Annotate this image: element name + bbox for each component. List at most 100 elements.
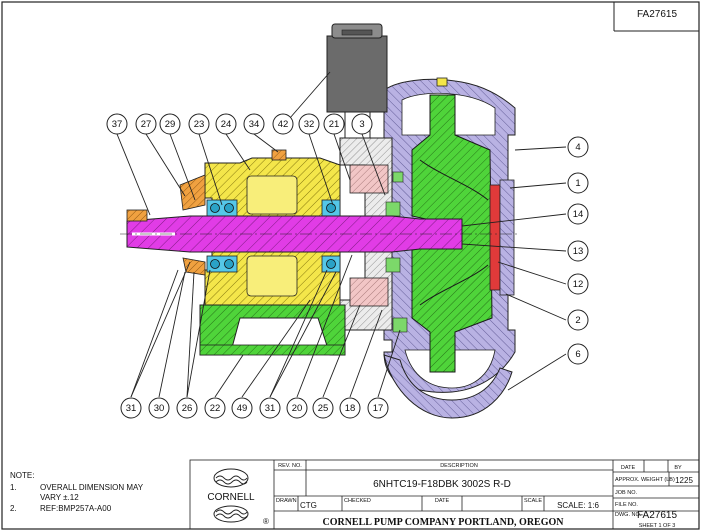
balloon-label: 22 — [210, 403, 221, 414]
balloon-item: 29 — [159, 113, 181, 135]
leaders — [116, 71, 567, 398]
balloon-item: 3 — [351, 113, 373, 135]
checked-label: CHECKED — [344, 498, 371, 504]
balloon-label: 2 — [575, 315, 580, 326]
balloon-label: 17 — [373, 403, 384, 414]
balloon-label: 6 — [575, 349, 580, 360]
seal-ring-orange-lower — [182, 257, 206, 276]
balloon-label: 13 — [573, 246, 584, 257]
seal-green-small-1 — [392, 317, 408, 333]
pump-cross-section — [120, 23, 520, 419]
file-no-label: FILE NO. — [615, 502, 638, 508]
balloon-label: 32 — [304, 119, 315, 130]
logo-wave-icon — [213, 468, 249, 488]
balloon-item: 32 — [298, 113, 320, 135]
balloon-label: 18 — [345, 403, 356, 414]
balloon-label: 21 — [329, 119, 340, 130]
seal-green-lower — [385, 257, 401, 273]
scale-value: SCALE: 1:6 — [557, 501, 599, 510]
balloon-item: 49 — [231, 397, 253, 419]
logo-wave-icon-lower — [213, 505, 249, 523]
balloon-item: 17 — [367, 397, 389, 419]
note-1-text: OVERALL DIMENSION MAY — [40, 483, 144, 492]
balloon-label: 31 — [265, 403, 276, 414]
casing-vent — [436, 77, 448, 87]
balloon-label: 14 — [573, 209, 584, 220]
balloon-item: 22 — [204, 397, 226, 419]
suction-cover — [499, 179, 515, 296]
bearing-left-lower — [206, 255, 238, 273]
balloon-label: 31 — [126, 403, 137, 414]
balloon-label: 30 — [154, 403, 165, 414]
impeller-vane-2 — [419, 264, 489, 306]
coupling-key — [126, 209, 148, 222]
balloon-item: 4 — [567, 136, 589, 158]
note-2-num: 2. — [10, 504, 17, 513]
date-label: DATE — [621, 465, 636, 471]
balloon-label: 1 — [575, 178, 580, 189]
note-2-text: REF:BMP257A-A00 — [40, 504, 112, 513]
note-1-cont: VARY ±.12 — [40, 493, 79, 502]
balloon-item: 14 — [567, 203, 589, 225]
title-block — [189, 459, 700, 530]
cornell-logo: CORNELL ® — [207, 468, 269, 526]
shaft — [126, 215, 463, 253]
balloon-item: 31 — [120, 397, 142, 419]
notes-heading: NOTE: — [10, 471, 34, 480]
seal-upper — [349, 164, 389, 194]
balloon-item: 2 — [567, 309, 589, 331]
seal-green-upper — [385, 201, 401, 217]
rev-no-label: REV. NO. — [278, 463, 302, 469]
breather — [271, 149, 287, 161]
date2-label: DATE — [435, 498, 450, 504]
balloon-item: 42 — [272, 113, 294, 135]
logo-registered: ® — [263, 517, 269, 526]
bearing-housing-cavity — [246, 175, 298, 215]
balloon-label: 23 — [194, 119, 205, 130]
balloon-label: 27 — [141, 119, 152, 130]
balloon-item: 27 — [135, 113, 157, 135]
casing-bottom-lobe — [383, 354, 513, 419]
note-1-num: 1. — [10, 483, 17, 492]
job-no-label: JOB NO. — [615, 490, 637, 496]
balloon-item: 24 — [215, 113, 237, 135]
balloon-item: 18 — [339, 397, 361, 419]
seal-pot — [326, 23, 388, 138]
balloon-item: 25 — [312, 397, 334, 419]
dwg-no-label: DWG. NO. — [615, 512, 642, 518]
company-name: CORNELL PUMP COMPANY PORTLAND, OREGON — [322, 517, 564, 528]
top-drawing-id-box: FA27615 — [613, 2, 699, 32]
pedestal-foot — [199, 344, 346, 356]
balloon-item: 1 — [567, 172, 589, 194]
description-label: DESCRIPTION — [440, 463, 478, 469]
balloon-item: 20 — [286, 397, 308, 419]
drawn-value: CTG — [300, 501, 317, 510]
notes-block: NOTE: 1. OVERALL DIMENSION MAY VARY ±.12… — [10, 471, 144, 513]
balloon-label: 49 — [237, 403, 248, 414]
balloon-label: 29 — [165, 119, 176, 130]
wear-plate — [489, 184, 501, 291]
balloon-label: 12 — [573, 279, 584, 290]
balloon-label: 24 — [221, 119, 232, 130]
balloon-item: 37 — [106, 113, 128, 135]
balloon-label: 25 — [318, 403, 329, 414]
balloon-label: 20 — [292, 403, 303, 414]
top-drawing-id: FA27615 — [637, 9, 677, 20]
approx-weight-value: 1225 — [675, 476, 693, 485]
balloon-item: 23 — [188, 113, 210, 135]
scale-label: SCALE — [524, 498, 542, 504]
balloon-item: 30 — [148, 397, 170, 419]
description-value: 6NHTC19-F18DBK 3002S R-D — [373, 479, 511, 490]
sheet-number: SHEET 1 OF 3 — [639, 523, 676, 529]
balloon-item: 13 — [567, 240, 589, 262]
bearing-right-lower — [321, 255, 341, 273]
balloon-label: 42 — [278, 119, 289, 130]
balloon-label: 37 — [112, 119, 123, 130]
bearing-right-upper — [321, 199, 341, 217]
balloon-label: 34 — [249, 119, 260, 130]
balloon-item: 6 — [567, 343, 589, 365]
seal-green-small-2 — [392, 171, 404, 183]
dwg-no-value: FA27615 — [637, 510, 677, 521]
seal-lower — [349, 277, 389, 307]
